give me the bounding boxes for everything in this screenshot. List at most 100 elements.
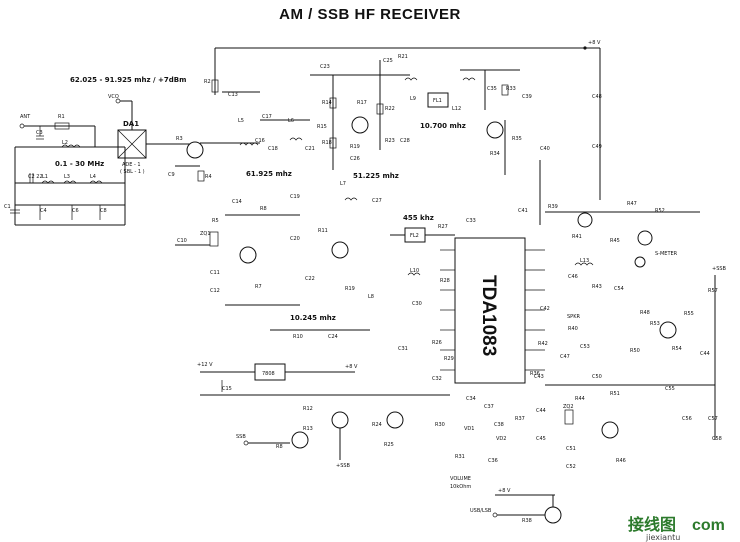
r12-label: R12 <box>303 406 313 412</box>
r10-label: R10 <box>293 334 303 340</box>
r8-label: R8 <box>260 206 267 212</box>
c50-label: C50 <box>592 374 602 380</box>
ic-label: TDA1083 <box>478 275 499 356</box>
if2-label: 51.225 mhz <box>353 172 399 180</box>
c39-label: C39 <box>522 94 532 100</box>
r50-label: R50 <box>630 348 640 354</box>
r23-label: R23 <box>385 138 395 144</box>
c46-label: C46 <box>568 274 578 280</box>
c11-label: C11 <box>210 270 220 276</box>
volume-section: R26 R29 C31 C32 C34 R30 VD1 VD2 C37 C38 … <box>398 340 546 490</box>
r40-label: R40 <box>568 326 578 332</box>
c37-label: C37 <box>484 404 494 410</box>
l6-label: L6 <box>288 118 294 124</box>
vcc-usb-label: +8 V <box>498 488 511 494</box>
zq1-label: ZQ1 <box>200 231 211 237</box>
r57-label: R57 <box>708 288 718 294</box>
r53-label: R53 <box>650 321 660 327</box>
r37-label: R37 <box>515 416 525 422</box>
c1-label: C1 <box>4 204 11 210</box>
power-supply: +12 V 7808 +8 V C15 <box>197 362 358 396</box>
c47-label: C47 <box>560 354 570 360</box>
c30-label: C30 <box>412 301 422 307</box>
ant-label: ANT <box>20 114 31 120</box>
c57-label: C57 <box>708 416 718 422</box>
r41-label: R41 <box>572 234 582 240</box>
zq2-label: ZQ2 <box>563 404 574 410</box>
l8-label: L8 <box>368 294 374 300</box>
vcc-label: +8 V <box>588 40 601 46</box>
c25-label: C25 <box>383 58 393 64</box>
if2-stage: C23 R14 R15 R18 R17 R19 C26 C25 R22 R23 … <box>310 54 461 170</box>
fl1-label: FL1 <box>433 98 442 104</box>
r19b-label: R19 <box>345 286 355 292</box>
vcc12-label: +12 V <box>197 362 213 368</box>
spkr-label: SPKR <box>567 314 580 320</box>
c24-label: C24 <box>328 334 338 340</box>
c36-label: C36 <box>488 458 498 464</box>
usb-lsb-switch: +8 V USB/LSB R38 <box>470 488 562 524</box>
vss-b-label: +SSB <box>336 463 351 469</box>
c14-label: C14 <box>232 199 242 205</box>
c21-label: C21 <box>305 146 315 152</box>
watermark-site-cn: 接线图 <box>628 515 676 534</box>
r43-label: R43 <box>592 284 602 290</box>
c26-label: C26 <box>350 156 360 162</box>
schematic-title: AM / SSB HF RECEIVER <box>279 6 461 23</box>
r29-label: R29 <box>444 356 454 362</box>
r1-label: R1 <box>58 114 65 120</box>
c41-label: C41 <box>518 208 528 214</box>
r19-label: R19 <box>350 144 360 150</box>
l1-label: L1 <box>42 174 48 180</box>
c34-label: C34 <box>466 396 476 402</box>
r38-label: R38 <box>522 518 532 524</box>
r42-label: R42 <box>538 341 548 347</box>
bfo-section: C14 R8 C19 R5 ZQ1 C10 C11 C12 R7 <box>175 194 300 306</box>
c54-label: C54 <box>614 286 624 292</box>
c48-label: C48 <box>592 94 602 100</box>
vss-label: +SSB <box>712 266 727 272</box>
c20-label: C20 <box>290 236 300 242</box>
r3-label: R3 <box>176 136 183 142</box>
c55-label: C55 <box>665 386 675 392</box>
if3-label: 10.700 mhz <box>420 122 466 130</box>
l5-label: L5 <box>238 118 244 124</box>
vcc-8-label: +8 V <box>345 364 358 370</box>
r45-label: R45 <box>610 238 620 244</box>
c10-label: C10 <box>177 238 187 244</box>
r15-label: R15 <box>317 124 327 130</box>
c49-label: C49 <box>592 144 602 150</box>
r35-label: R35 <box>512 136 522 142</box>
c2-label: C2 22 <box>28 174 43 180</box>
r27-label: R27 <box>438 224 448 230</box>
l10-label: L10 <box>410 268 419 274</box>
c40-label: C40 <box>540 146 550 152</box>
regulator-label: 7808 <box>262 371 275 377</box>
c9-label: C9 <box>168 172 175 178</box>
c13-label: C13 <box>228 92 238 98</box>
vd2-label: VD2 <box>496 436 506 442</box>
antenna-input: ANT R1 C3 L2 <box>14 114 126 225</box>
bandpass-filter: C2 22 L1 L3 L4 C1 C4 C6 C8 <box>4 173 125 226</box>
r18-label: R18 <box>322 140 332 146</box>
r24-label: R24 <box>372 422 382 428</box>
r21-label: R21 <box>398 54 408 60</box>
l4-label: L4 <box>90 174 96 180</box>
c44-label: C44 <box>700 351 710 357</box>
usb-lsb-label: USB/LSB <box>470 508 492 514</box>
if4-label: 455 khz <box>403 214 434 222</box>
r28-label: R28 <box>440 278 450 284</box>
l3-label: L3 <box>64 174 70 180</box>
r47-label: R47 <box>627 201 637 207</box>
r44-label: R44 <box>575 396 585 402</box>
ic-tda1083: TDA1083 <box>440 237 545 384</box>
volume-value-label: 10kOhm <box>450 484 471 490</box>
c35-label: C35 <box>487 86 497 92</box>
r2-label: R2 <box>204 79 211 85</box>
r52-label: R52 <box>655 208 665 214</box>
watermark-site-en: jiexiantu <box>645 533 680 542</box>
l7-label: L7 <box>340 181 346 187</box>
mixer-label: DA1 <box>123 120 139 128</box>
c31-label: C31 <box>398 346 408 352</box>
